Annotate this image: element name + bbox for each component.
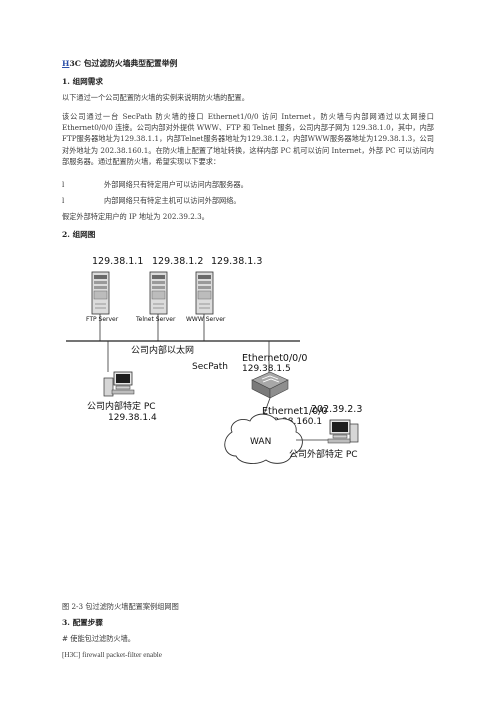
section-1-heading: 1. 组网需求 [62,77,103,86]
wan-cloud-icon [224,413,303,464]
eth0-label: Ethernet0/0/0 [242,353,307,364]
telnet-server-icon [149,271,168,322]
server-ip-ftp: 129.38.1.1 [92,256,143,267]
section-2-heading: 2. 组网图 [62,230,96,239]
step-1-comment: # 使能包过滤防火墙。 [62,634,135,643]
eth0-ip: 129.38.1.5 [242,364,291,374]
inner-pc-label: 公司内部特定 PC [87,400,156,412]
outer-pc-icon [327,419,359,444]
server-ip-telnet: 129.38.1.2 [152,256,203,267]
bullet-item-1: 外部网络只有特定用户可以访问内部服务器。 [104,180,248,189]
bullet-item-2: 内部网络只有特定主机可以访问外部网络。 [104,196,241,205]
doc-title: H3C 包过滤防火墙典型配置举例 [62,59,177,69]
server-name-www: WWW Server [186,316,226,323]
step-1-command: [H3C] firewall packet-filter enable [62,651,162,659]
outer-pc-label: 公司外部特定 PC [289,448,358,460]
title-first-letter[interactable]: H [62,59,70,68]
www-server-icon [195,271,214,341]
assumption-text: 假定外部特定用户的 IP 地址为 202.39.2.3。 [62,212,209,221]
title-text: 3C 包过滤防火墙典型配置举例 [69,59,178,68]
server-name-telnet: Telnet Server [135,316,176,323]
lan-label: 公司内部以太网 [131,344,194,356]
wan-label: WAN [250,437,271,447]
inner-pc-ip: 129.38.1.4 [108,413,157,423]
bullet-marker-2: l [62,196,65,205]
eth1-label: Ethernet1/0/0 [262,406,327,417]
figure-caption: 图 2-3 包过滤防火墙配置案例组网图 [62,602,179,611]
inner-pc-icon [103,371,135,397]
firewall-label: SecPath [192,362,228,372]
section-1-intro: 以下通过一个公司配置防火墙的实例来说明防火墙的配置。 [62,93,249,102]
ftp-server-icon [91,271,110,322]
firewall-icon [251,371,289,399]
outer-pc-ip: 202.39.2.3 [311,404,362,415]
bullet-marker-1: l [62,180,65,189]
server-name-ftp: FTP Server [86,316,119,323]
section-3-heading: 3. 配置步骤 [62,618,103,627]
section-1-paragraph: 该公司通过一台 SecPath 防火墙的接口 Ethernet1/0/0 访问 … [62,112,434,166]
server-ip-www: 129.38.1.3 [211,256,262,267]
